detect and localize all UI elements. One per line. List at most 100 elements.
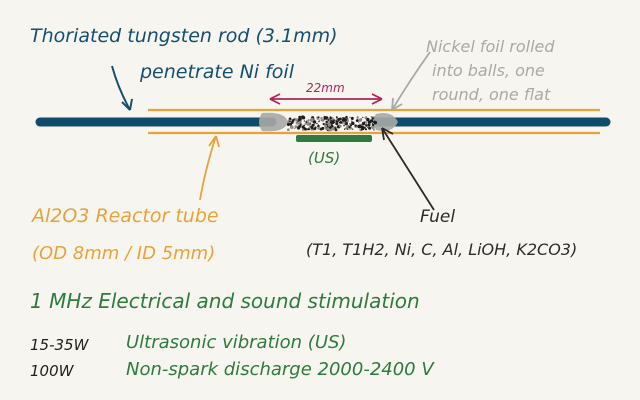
fuel-particle xyxy=(365,120,368,123)
fuel-particle xyxy=(298,117,302,121)
fuel-particle xyxy=(351,128,354,130)
fuel-particle xyxy=(314,126,317,129)
fuel-particle xyxy=(334,127,337,129)
tube-pointer-arrowhead xyxy=(208,135,220,148)
fuel-particle xyxy=(312,120,317,124)
fuel-particle xyxy=(304,122,307,125)
fuel-particle xyxy=(364,124,367,126)
fuel-particle xyxy=(327,127,330,131)
fuel-powder xyxy=(286,115,378,132)
fuel-particle xyxy=(329,117,332,120)
fuel-particle xyxy=(351,120,353,122)
fuel-particle xyxy=(358,118,362,122)
fuel-particle xyxy=(303,120,306,122)
fuel-particle xyxy=(293,117,296,120)
rod-title-line-1: Thoriated tungsten rod (3.1mm) xyxy=(30,25,338,47)
fuel-title: Fuel xyxy=(420,207,455,227)
fuel-particle xyxy=(350,116,354,120)
fuel-particle xyxy=(364,117,367,120)
tube-label-line-2: (OD 8mm / ID 5mm) xyxy=(32,243,215,264)
fuel-particle xyxy=(371,117,374,120)
fuel-particle xyxy=(293,119,296,121)
fuel-particle xyxy=(294,127,296,130)
fuel-particle xyxy=(316,122,318,125)
fuel-particle xyxy=(372,119,375,122)
fuel-particle xyxy=(317,124,320,128)
fuel-particle xyxy=(349,116,351,118)
fuel-particle xyxy=(327,119,330,121)
fuel-particle xyxy=(337,118,341,121)
fuel-particle xyxy=(370,119,373,123)
fuel-particle xyxy=(300,124,303,126)
rod-pointer-arrow xyxy=(111,65,131,111)
fuel-particle xyxy=(368,126,372,130)
fuel-particle xyxy=(323,115,327,119)
fuel-particle xyxy=(331,127,335,131)
fuel-particle xyxy=(339,124,342,128)
rod-title-line-2: penetrate Ni foil xyxy=(139,61,295,83)
fuel-particle xyxy=(364,128,368,131)
tube-label-line-1: Al2O3 Reactor tube xyxy=(30,205,219,227)
fuel-particle xyxy=(354,124,357,127)
fuel-particle xyxy=(355,119,359,122)
dimension-label: 22mm xyxy=(306,81,345,95)
fuel-particle xyxy=(294,125,298,129)
fuel-particle xyxy=(311,120,314,123)
fuel-particle xyxy=(313,119,315,121)
fuel-pointer-arrow xyxy=(381,127,435,211)
fuel-particle xyxy=(318,119,321,122)
fuel-particle xyxy=(317,126,321,130)
discharge-description: Non-spark discharge 2000-2400 V xyxy=(126,359,435,380)
fuel-particle xyxy=(348,125,351,129)
fuel-particle xyxy=(326,123,328,125)
dimension-arrow-right xyxy=(371,93,383,105)
nickel-label-line-1: Nickel foil rolled xyxy=(426,37,555,56)
fuel-particle xyxy=(286,122,290,127)
fuel-particle xyxy=(345,127,347,130)
fuel-particle xyxy=(356,116,359,119)
fuel-particle xyxy=(317,116,320,119)
fuel-particle xyxy=(313,129,315,131)
fuel-particle xyxy=(298,120,302,124)
us-description: Ultrasonic vibration (US) xyxy=(126,332,346,353)
fuel-particle xyxy=(343,118,347,122)
fuel-particle xyxy=(366,117,370,122)
ultrasonic-transducer xyxy=(296,135,372,142)
fuel-particle xyxy=(289,122,293,126)
nickel-pointer-arrow xyxy=(391,51,431,111)
fuel-particle xyxy=(343,124,345,127)
fuel-particle xyxy=(325,128,327,130)
fuel-particle xyxy=(290,125,294,129)
fuel-particle xyxy=(345,115,348,119)
fuel-particle xyxy=(294,118,299,122)
fuel-particle xyxy=(357,124,361,129)
fuel-list: (T1, T1H2, Ni, C, Al, LiOH, K2CO3) xyxy=(306,240,577,259)
fuel-particle xyxy=(321,126,325,130)
fuel-particle xyxy=(372,123,375,127)
nickel-pointer-arrowhead xyxy=(391,97,403,111)
fuel-particle xyxy=(335,122,339,126)
fuel-particle xyxy=(324,124,328,128)
fuel-particle xyxy=(373,128,375,131)
fuel-particle xyxy=(286,128,290,132)
fuel-particle xyxy=(343,128,346,130)
nickel-ball-flat xyxy=(259,112,288,132)
tube-pointer-arrow xyxy=(199,135,217,201)
fuel-particle xyxy=(304,127,308,131)
fuel-particle xyxy=(310,117,314,121)
fuel-particle xyxy=(335,116,338,119)
us-power: 15-35W xyxy=(30,336,90,354)
fuel-particle xyxy=(351,121,355,126)
fuel-particle xyxy=(298,115,302,119)
fuel-particle xyxy=(367,126,369,128)
fuel-particle xyxy=(346,128,349,130)
dimension-arrow-left xyxy=(269,93,281,105)
fuel-particle xyxy=(310,125,314,130)
fuel-particle xyxy=(306,128,310,131)
fuel-particle xyxy=(338,121,341,124)
fuel-particle xyxy=(360,124,362,126)
fuel-particle xyxy=(367,123,371,127)
fuel-particle xyxy=(328,124,332,127)
